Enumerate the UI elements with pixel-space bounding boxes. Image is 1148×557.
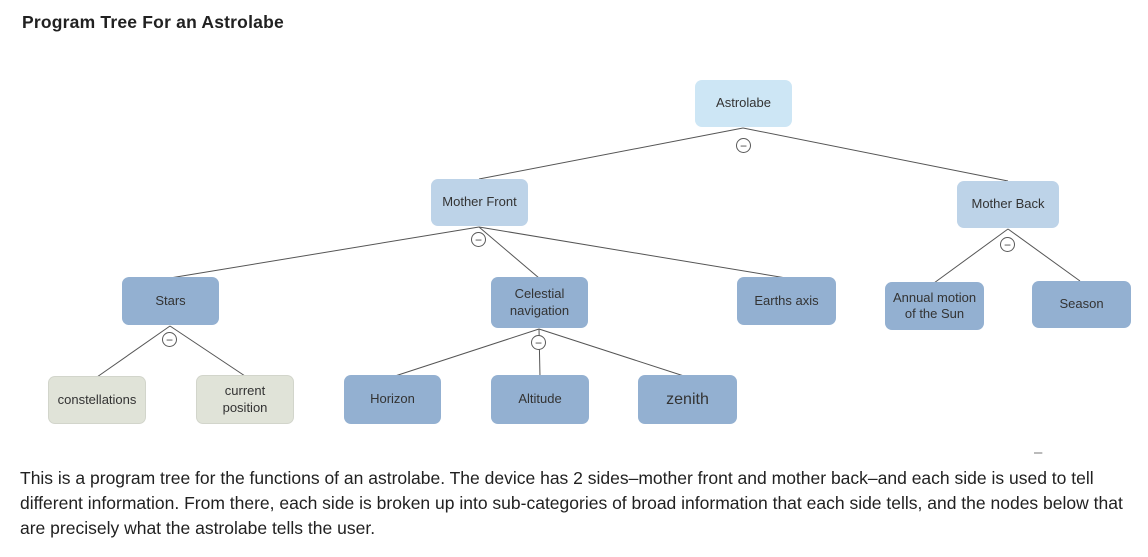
minus-glyph: − [474,232,482,247]
node-label: Altitude [518,391,562,407]
node-label: Celestial navigation [509,286,570,318]
collapse-icon[interactable]: − [471,232,486,247]
edge [96,325,171,378]
node-astrolabe[interactable]: Astrolabe [695,80,792,127]
collapse-icon[interactable]: − [736,138,751,153]
collapse-icon[interactable]: − [162,332,177,347]
node-label: Astrolabe [716,95,771,111]
collapse-icon[interactable]: − [1000,237,1015,252]
node-mother-front[interactable]: Mother Front [431,179,528,226]
node-label: Horizon [370,391,415,407]
edge [391,328,540,378]
node-earths-axis[interactable]: Earths axis [737,277,836,325]
minus-glyph: − [534,335,542,350]
edge [742,127,1009,182]
node-current-position[interactable]: current position [196,375,294,424]
node-horizon[interactable]: Horizon [344,375,441,424]
minus-glyph: − [1003,237,1011,252]
stray-dash-mark: – [1034,444,1043,461]
node-season[interactable]: Season [1032,281,1131,328]
edge [478,226,787,279]
node-annual-motion-of-the-sun[interactable]: Annual motion of the Sun [885,282,984,330]
node-label: Season [1059,296,1104,312]
diagram-caption: This is a program tree for the functions… [20,468,1123,539]
node-altitude[interactable]: Altitude [491,375,589,424]
node-zenith[interactable]: zenith [638,375,737,424]
node-label: current position [222,383,268,415]
minus-glyph: − [739,138,747,153]
node-stars[interactable]: Stars [122,277,219,325]
edge [478,127,744,180]
edge [538,328,688,378]
edge [169,325,246,377]
node-constellations[interactable]: constellations [48,376,146,424]
node-label: Earths axis [754,292,819,308]
node-label: Stars [155,292,186,308]
collapse-icon[interactable]: − [531,335,546,350]
node-label: Mother Front [442,194,517,210]
node-label: constellations [57,391,137,407]
node-mother-back[interactable]: Mother Back [957,181,1059,228]
edge [478,226,540,279]
node-celestial-navigation[interactable]: Celestial navigation [491,277,588,328]
node-label: Annual motion of the Sun [892,289,977,321]
page-title: Program Tree For an Astrolabe [22,12,284,32]
edge [169,226,480,279]
edge [1007,228,1081,282]
edge [933,228,1009,284]
node-label: Mother Back [971,196,1045,212]
minus-glyph: − [165,332,173,347]
node-label: zenith [666,390,709,408]
